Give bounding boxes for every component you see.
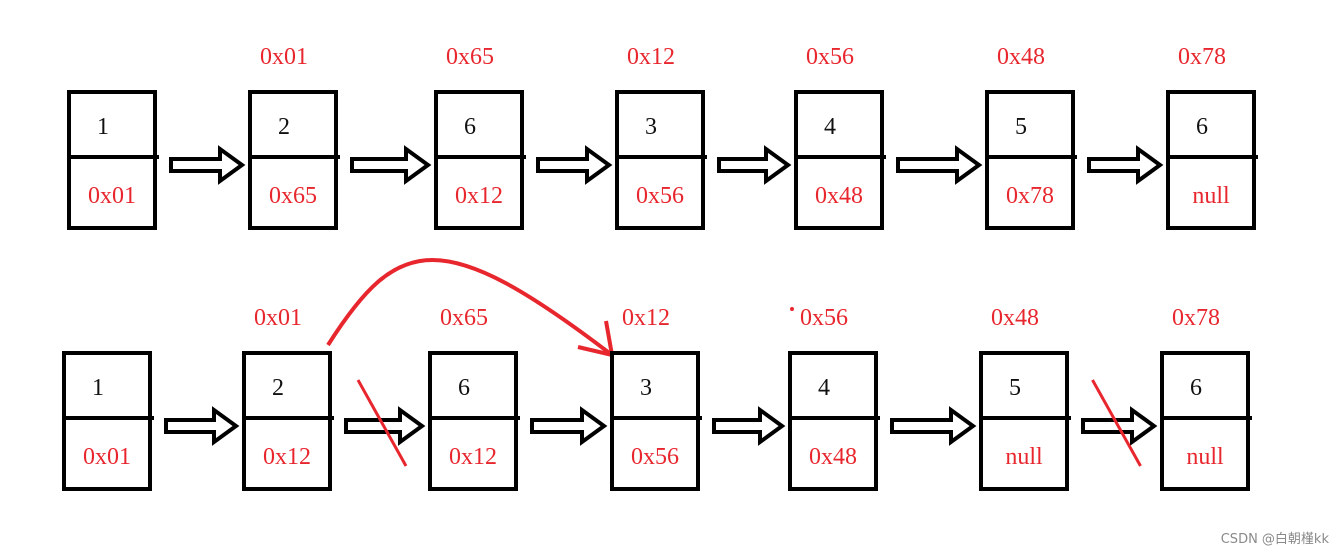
node-address: 0x48: [991, 305, 1039, 331]
node-divider: [1166, 155, 1258, 159]
node-divider: [794, 155, 886, 159]
node-next-pointer: 0x78: [1006, 183, 1054, 209]
list-node: 4 0x48: [794, 90, 886, 230]
node-value: 6: [1190, 375, 1202, 401]
list-node: 1 0x01: [67, 90, 159, 230]
node-value: 6: [1196, 114, 1208, 140]
node-value: 2: [278, 114, 290, 140]
node-value: 5: [1015, 114, 1027, 140]
arrow-shape: [712, 406, 786, 446]
node-next-pointer: 0x01: [83, 444, 131, 470]
node-address: 0x56: [806, 44, 854, 70]
node-divider: [985, 155, 1077, 159]
arrow-shape: [1087, 145, 1164, 185]
node-divider: [62, 416, 154, 420]
node-address: 0x56: [800, 305, 848, 331]
node-divider: [428, 416, 520, 420]
node-value: 3: [640, 375, 652, 401]
node-address: 0x48: [997, 44, 1045, 70]
next-arrow: [712, 406, 786, 446]
bypass-arrow: [326, 258, 614, 357]
next-arrow: [1087, 145, 1164, 185]
node-next-pointer: 0x12: [263, 444, 311, 470]
node-next-pointer: 0x01: [88, 183, 136, 209]
node-next-pointer: 0x48: [815, 183, 863, 209]
next-arrow: [896, 145, 983, 185]
list-node: 6 0x12: [434, 90, 526, 230]
list-node: 6 null: [1160, 351, 1252, 491]
arrow-shape: [890, 406, 977, 446]
node-next-pointer: 0x12: [455, 183, 503, 209]
list-node: 5 null: [979, 351, 1071, 491]
arrow-shape: [350, 145, 432, 185]
node-next-pointer: null: [1186, 444, 1224, 470]
node-value: 6: [464, 114, 476, 140]
arrow-shape: [530, 406, 608, 446]
next-arrow: [530, 406, 608, 446]
node-address: 0x78: [1172, 305, 1220, 331]
list-node: 2 0x12: [242, 351, 334, 491]
arrow-shape: [536, 145, 613, 185]
node-address: 0x12: [622, 305, 670, 331]
arrow-shape: [169, 145, 246, 185]
list-node: 1 0x01: [62, 351, 154, 491]
node-address: 0x78: [1178, 44, 1226, 70]
node-address: 0x01: [260, 44, 308, 70]
node-value: 2: [272, 375, 284, 401]
node-next-pointer: 0x65: [269, 183, 317, 209]
list-node: 3 0x56: [610, 351, 702, 491]
node-address: 0x12: [627, 44, 675, 70]
arrow-shape: [896, 145, 983, 185]
next-arrow: [536, 145, 613, 185]
node-divider: [615, 155, 707, 159]
node-value: 1: [97, 114, 109, 140]
arrow-shape: [717, 145, 792, 185]
list-node: 5 0x78: [985, 90, 1077, 230]
node-divider: [610, 416, 702, 420]
arrow-shape: [164, 406, 240, 446]
next-arrow: [164, 406, 240, 446]
node-value: 1: [92, 375, 104, 401]
node-value: 4: [818, 375, 830, 401]
node-address: 0x01: [254, 305, 302, 331]
list-node: 3 0x56: [615, 90, 707, 230]
node-next-pointer: 0x56: [636, 183, 684, 209]
node-divider: [242, 416, 334, 420]
node-value: 4: [824, 114, 836, 140]
node-value: 3: [645, 114, 657, 140]
node-divider: [1160, 416, 1252, 420]
next-arrow: [890, 406, 977, 446]
list-node: 4 0x48: [788, 351, 880, 491]
strike-mark: [1091, 379, 1142, 467]
node-next-pointer: null: [1192, 183, 1230, 209]
node-divider: [434, 155, 526, 159]
node-value: 5: [1009, 375, 1021, 401]
stray-dot: [790, 307, 794, 311]
node-address: 0x65: [440, 305, 488, 331]
node-next-pointer: 0x56: [631, 444, 679, 470]
strike-mark: [356, 379, 408, 467]
node-next-pointer: 0x48: [809, 444, 857, 470]
node-address: 0x65: [446, 44, 494, 70]
node-next-pointer: 0x12: [449, 444, 497, 470]
node-value: 6: [458, 375, 470, 401]
next-arrow: [350, 145, 432, 185]
node-divider: [979, 416, 1071, 420]
next-arrow: [169, 145, 246, 185]
node-next-pointer: null: [1005, 444, 1043, 470]
watermark: CSDN @白朝槿kk: [1220, 532, 1329, 547]
node-divider: [788, 416, 880, 420]
list-node: 6 null: [1166, 90, 1258, 230]
next-arrow: [717, 145, 792, 185]
list-node: 6 0x12: [428, 351, 520, 491]
node-divider: [248, 155, 340, 159]
node-divider: [67, 155, 159, 159]
list-node: 2 0x65: [248, 90, 340, 230]
